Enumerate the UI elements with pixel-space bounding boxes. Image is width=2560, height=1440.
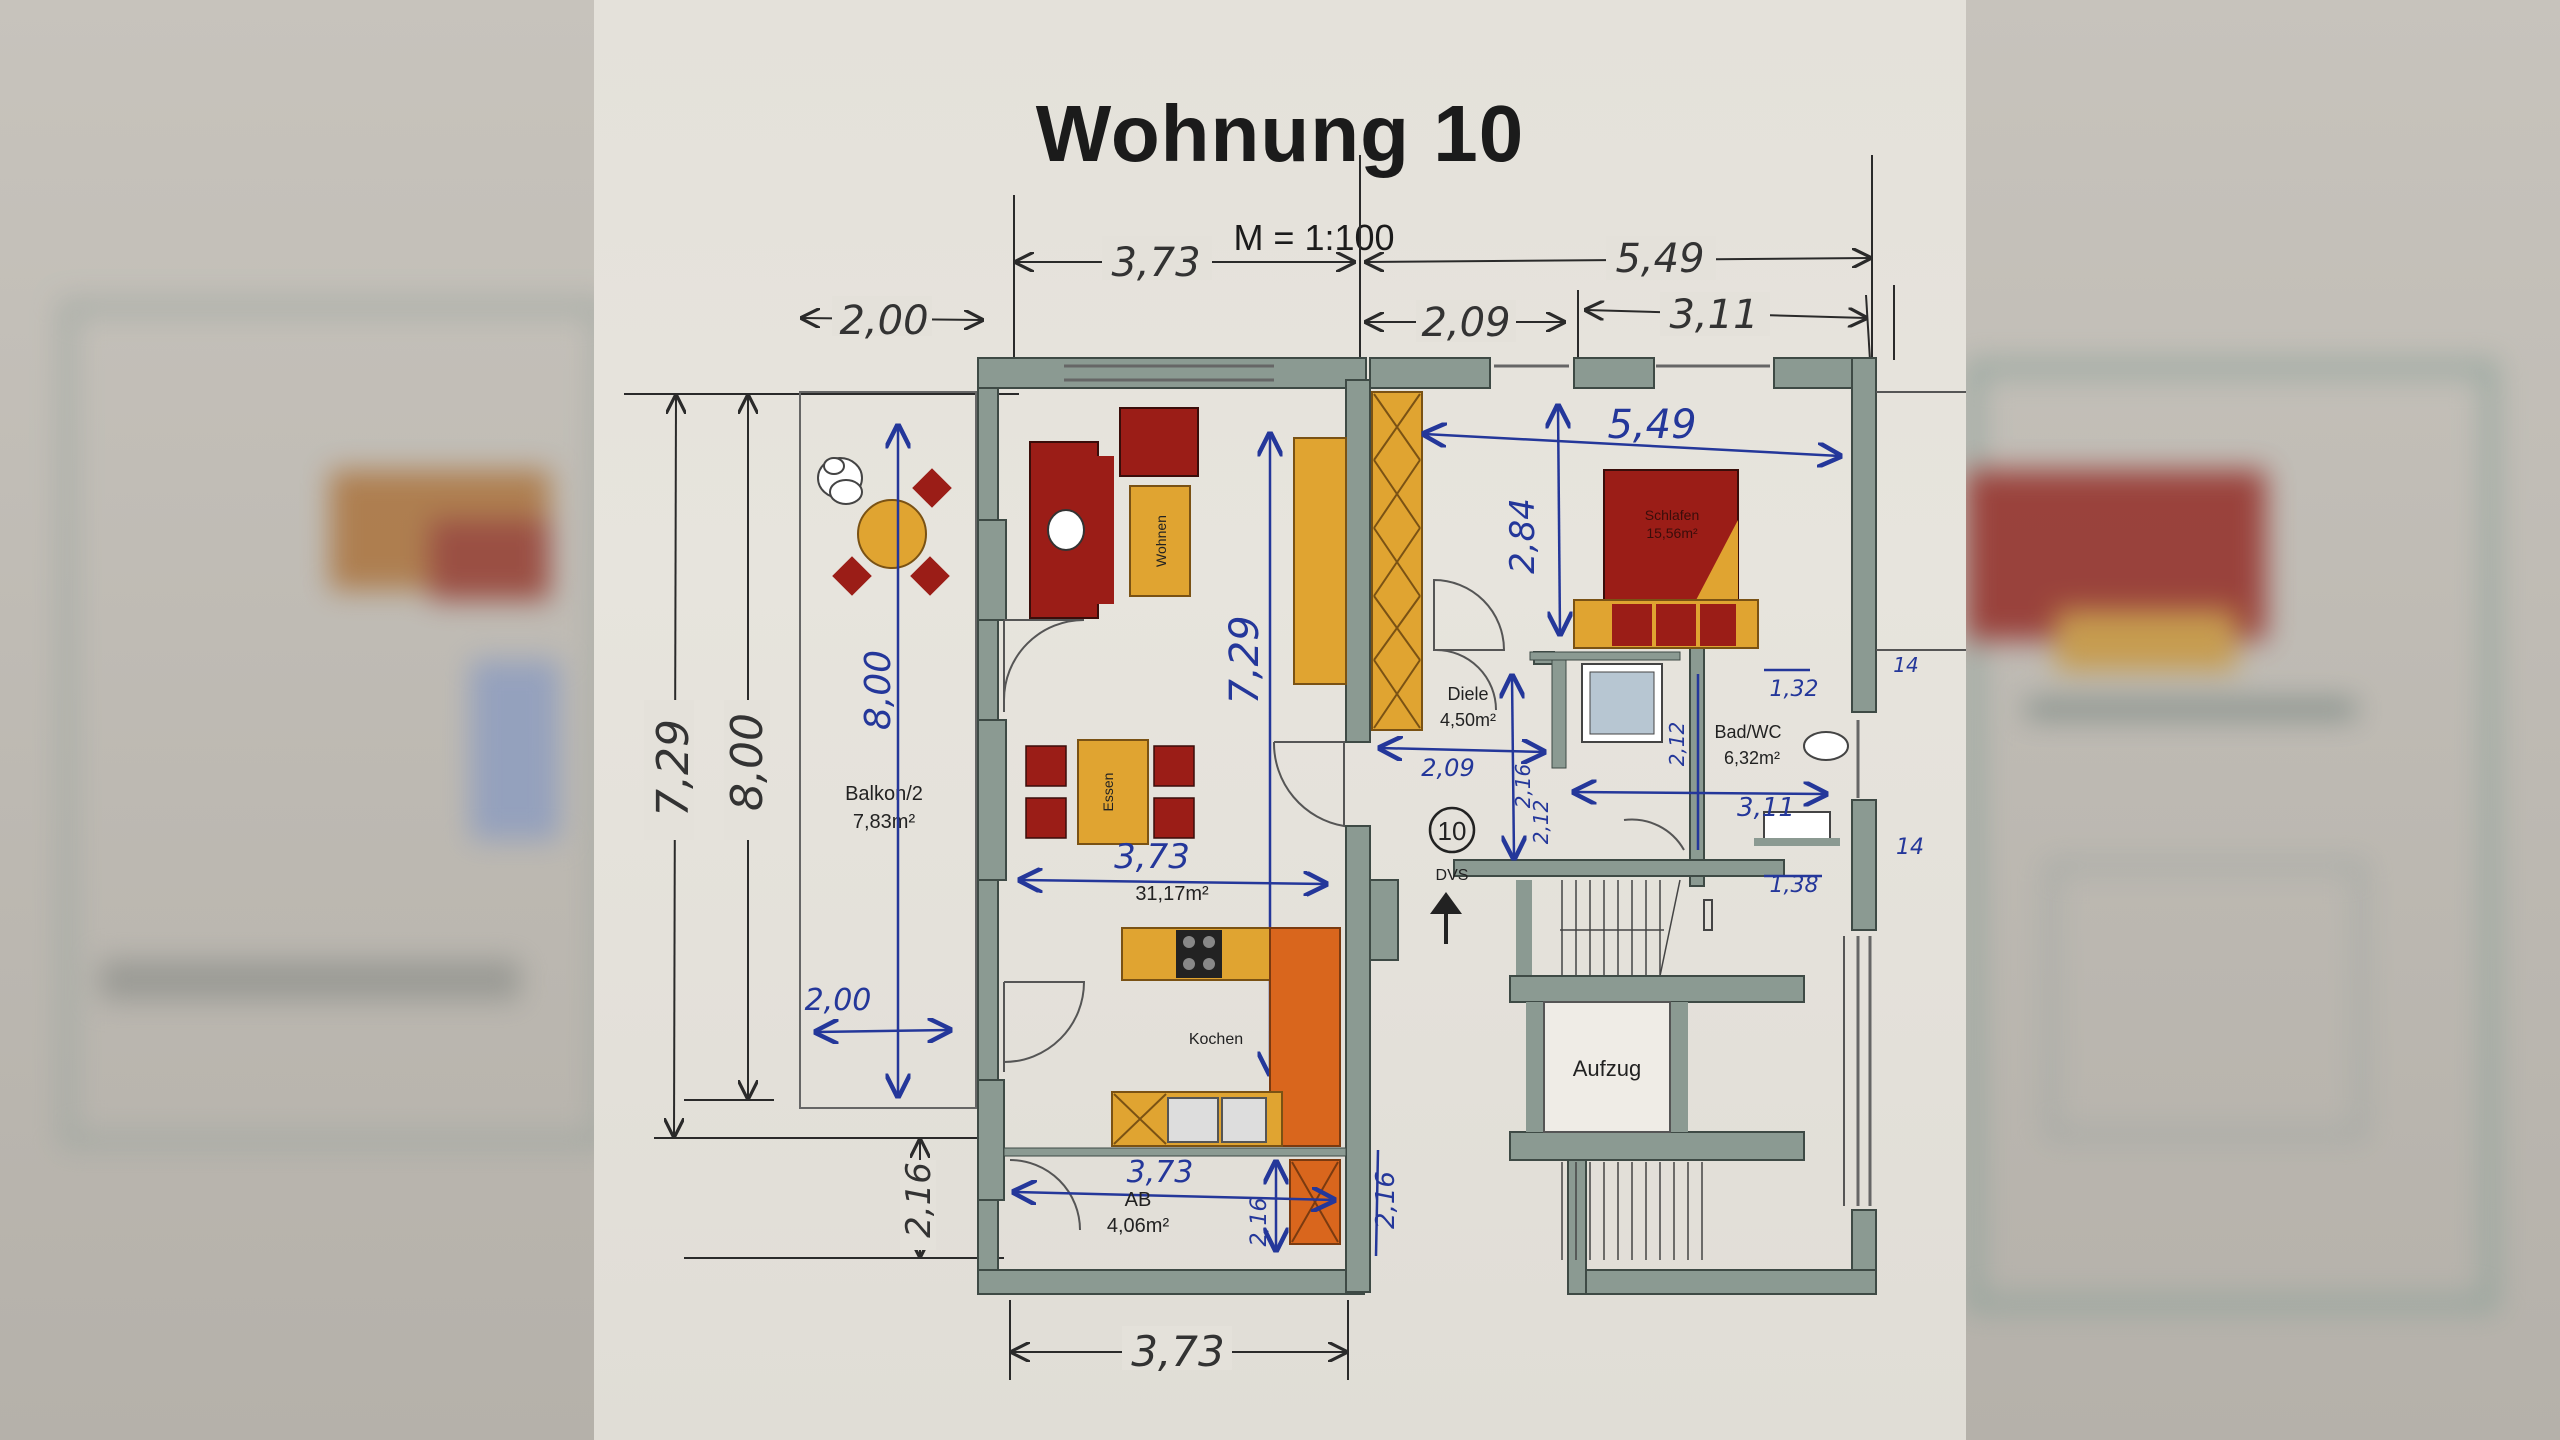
- balcony-chair: [910, 556, 950, 596]
- top-dimension-lines: [802, 155, 1895, 375]
- dining-chair: [1025, 797, 1067, 839]
- kitchen-counter-side: [1269, 927, 1341, 1147]
- wohnen-label: Wohnen: [1153, 515, 1169, 567]
- plant-icon: [817, 457, 863, 505]
- dim-balkon-width: 2,00: [839, 298, 928, 344]
- kochen-label: Kochen: [1189, 1031, 1243, 1048]
- dining-chair: [1153, 745, 1195, 787]
- dining-chair: [1153, 797, 1195, 839]
- dim-ab-height-left: 2,16: [899, 1162, 939, 1238]
- balcony-inner-width: 2,00: [805, 983, 872, 1018]
- dining-area: Essen: [1025, 739, 1195, 845]
- armchair: [1119, 407, 1199, 477]
- windows: [1064, 364, 1872, 1206]
- diele-inner-height-1: 2,16: [1511, 764, 1535, 809]
- floor-plan-sheet: Wohnung 10 M = 1:100: [594, 0, 1966, 1440]
- living-area: Wohnen: [1029, 407, 1347, 685]
- scale-label: M = 1:100: [1233, 217, 1394, 258]
- balcony: Balkon/2 7,83m² 8,00 2,00: [799, 391, 977, 1109]
- stairwell: Aufzug: [1509, 879, 1845, 1260]
- diele-inner-height-2: 2,12: [1529, 800, 1553, 845]
- dim-total-height: 7,29: [648, 719, 699, 817]
- dim-diele-width-top: 2,09: [1421, 300, 1510, 346]
- coffee-table: [1129, 485, 1191, 597]
- ab-inner-width: 3,73: [1127, 1155, 1194, 1190]
- essen-label: Essen: [1100, 773, 1116, 812]
- sideboard: [1293, 437, 1347, 685]
- blurred-background-left: [0, 0, 594, 1440]
- wohnen-inner-height: 7,29: [1222, 615, 1268, 704]
- schlafen-area: 15,56m²: [1646, 525, 1698, 541]
- main-room-area: 31,17m²: [1135, 883, 1209, 905]
- dvs-label: DVS: [1436, 867, 1469, 884]
- dim-bottom-width: 3,73: [1131, 1327, 1225, 1376]
- kitchen: Kochen: [1111, 927, 1341, 1147]
- bad-inner-width: 3,11: [1737, 793, 1795, 823]
- top-dimension-values: 2,00 3,73 5,49 2,09 3,11: [832, 236, 1770, 346]
- plant-icon: [1047, 509, 1085, 551]
- bad-inner-height: 2,12: [1665, 722, 1689, 767]
- building-outline: [1876, 391, 1966, 651]
- dim-bad-width-top: 3,11: [1669, 292, 1758, 338]
- balcony-chair: [912, 468, 952, 508]
- right-small-dimension-b: 14: [1896, 835, 1924, 860]
- floor-plan-drawing: M = 1:100 2,00 3,73 5,49 2,09 3,11: [624, 155, 1966, 1380]
- bad-name: Bad/WC: [1714, 722, 1781, 742]
- aufzug-label: Aufzug: [1573, 1056, 1642, 1081]
- dim-wohnen-width-top: 3,73: [1111, 240, 1200, 286]
- balcony-table: [857, 499, 927, 569]
- dim-balkon-height: 8,00: [722, 713, 773, 811]
- bad-area: 6,32m²: [1724, 748, 1780, 768]
- balcony-name: Balkon/2: [845, 783, 923, 805]
- schlafen-inner-height: 2,84: [1503, 498, 1543, 574]
- ab-side-dimension: 2,16: [1371, 1171, 1401, 1229]
- bad-top-dimension: 1,32: [1770, 677, 1819, 702]
- schlafen-inner-width: 5,49: [1607, 402, 1696, 448]
- dining-table: [1077, 739, 1149, 845]
- blurred-background-right: [1966, 0, 2560, 1440]
- toilet-icon: [1803, 731, 1849, 761]
- stove: [1176, 930, 1222, 978]
- wohnen-inner-width: 3,73: [1114, 837, 1190, 877]
- sink-icon: [1167, 1097, 1219, 1143]
- diele-name: Diele: [1447, 684, 1488, 704]
- diele-area: 4,50m²: [1440, 710, 1496, 730]
- balcony-chair: [832, 556, 872, 596]
- left-dimension-values: 7,29 8,00 2,16: [644, 700, 939, 1250]
- elevator: [1543, 1001, 1671, 1133]
- storage-room-ab: 3,73 2,16 2,16 AB 4,06m²: [1003, 1147, 1401, 1257]
- dim-right-width-top: 5,49: [1615, 236, 1704, 282]
- plan-title: Wohnung 10: [1035, 89, 1525, 178]
- ab-inner-height: 2,16: [1247, 1198, 1272, 1247]
- diele-inner-width: 2,09: [1421, 754, 1474, 782]
- bathroom: Bad/WC 6,32m² 3,11 2,12 1,32 1,38 14 14: [1529, 651, 1924, 898]
- bad-bottom-dimension: 1,38: [1770, 873, 1819, 898]
- entrance-arrow-icon: [1430, 892, 1462, 944]
- bedroom: Schlafen 15,56m² 5,49 2,84: [1371, 391, 1840, 731]
- hallway-diele: Diele 4,50m² 2,09 2,16 2,12 10 DVS: [1380, 676, 1553, 944]
- unit-number-badge: [1428, 806, 1476, 854]
- unit-number: 10: [1438, 816, 1467, 846]
- balcony-area: 7,83m²: [853, 811, 916, 833]
- ab-name: AB: [1125, 1189, 1152, 1211]
- doors: [1003, 578, 1685, 1072]
- balcony-inner-height: 8,00: [858, 650, 899, 730]
- dining-chair: [1025, 745, 1067, 787]
- ab-area: 4,06m²: [1107, 1215, 1170, 1237]
- schlafen-name: Schlafen: [1645, 507, 1699, 523]
- right-small-dimension-a: 14: [1893, 653, 1918, 677]
